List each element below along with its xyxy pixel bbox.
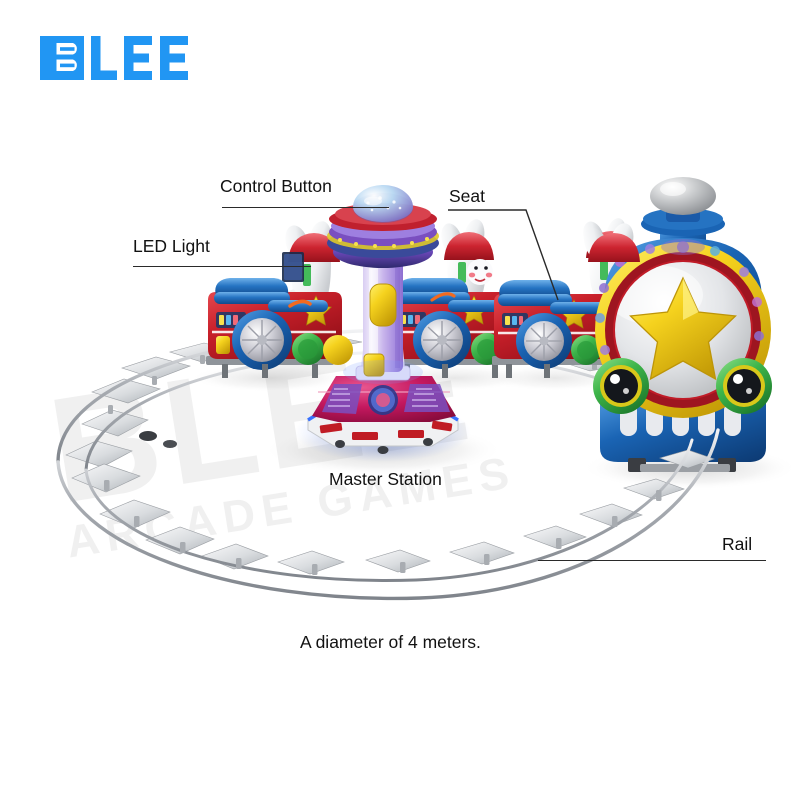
station-column-panel[interactable]: [369, 283, 397, 327]
station-decal-panels: [322, 384, 450, 414]
master-station[interactable]: [295, 185, 471, 462]
track-sleepers-front: [71, 449, 715, 575]
station-top-disc[interactable]: [327, 185, 439, 268]
leader-control-button: [222, 207, 389, 209]
station-reflectors: [319, 420, 453, 440]
blee-logo: [40, 35, 195, 81]
locomotive[interactable]: [579, 177, 772, 472]
car-3-armrest: [550, 302, 606, 314]
rail-joint: [139, 431, 177, 448]
locomotive-headlight-right[interactable]: [716, 358, 772, 414]
rail-front-outer: [56, 428, 720, 601]
car-1-rider: [276, 221, 340, 307]
passenger-car-1[interactable]: [206, 219, 353, 378]
label-rail: Rail: [722, 534, 753, 554]
leader-seat: [448, 209, 559, 301]
locomotive-undercarriage: [628, 458, 736, 472]
leader-led-light: [133, 266, 311, 268]
station-column-panel-lower[interactable]: [363, 353, 385, 377]
rail-front-inner: [84, 438, 694, 583]
label-master-station: Master Station: [329, 469, 442, 489]
rail-pedestals-front: [104, 480, 662, 575]
locomotive-chimney: [641, 177, 725, 267]
leader-rail: [538, 560, 766, 562]
station-casters: [335, 438, 433, 454]
car-2-rider: [433, 219, 494, 304]
station-rim-lights: [338, 237, 429, 248]
car-1-wheel-yellow: [323, 335, 353, 365]
label-seat: Seat: [449, 186, 485, 206]
station-gauge: [376, 393, 390, 407]
label-control-button: Control Button: [220, 176, 332, 196]
locomotive-star: [629, 276, 737, 381]
oval-rail-track-front[interactable]: [56, 428, 720, 601]
blee-logo-mark: [40, 36, 188, 80]
car-2-armrest: [448, 300, 506, 312]
label-led-light: LED Light: [133, 236, 210, 256]
locomotive-rider: [583, 223, 640, 262]
locomotive-ring-decals: [595, 239, 764, 381]
passenger-car-2[interactable]: [388, 217, 530, 378]
control-button-dome[interactable]: [353, 185, 413, 222]
diagram-caption: A diameter of 4 meters.: [300, 632, 481, 652]
car-1-armrest: [268, 300, 328, 312]
locomotive-dome: [650, 177, 716, 215]
locomotive-headlight-left[interactable]: [593, 358, 649, 414]
car-1-seat[interactable]: [214, 278, 328, 312]
